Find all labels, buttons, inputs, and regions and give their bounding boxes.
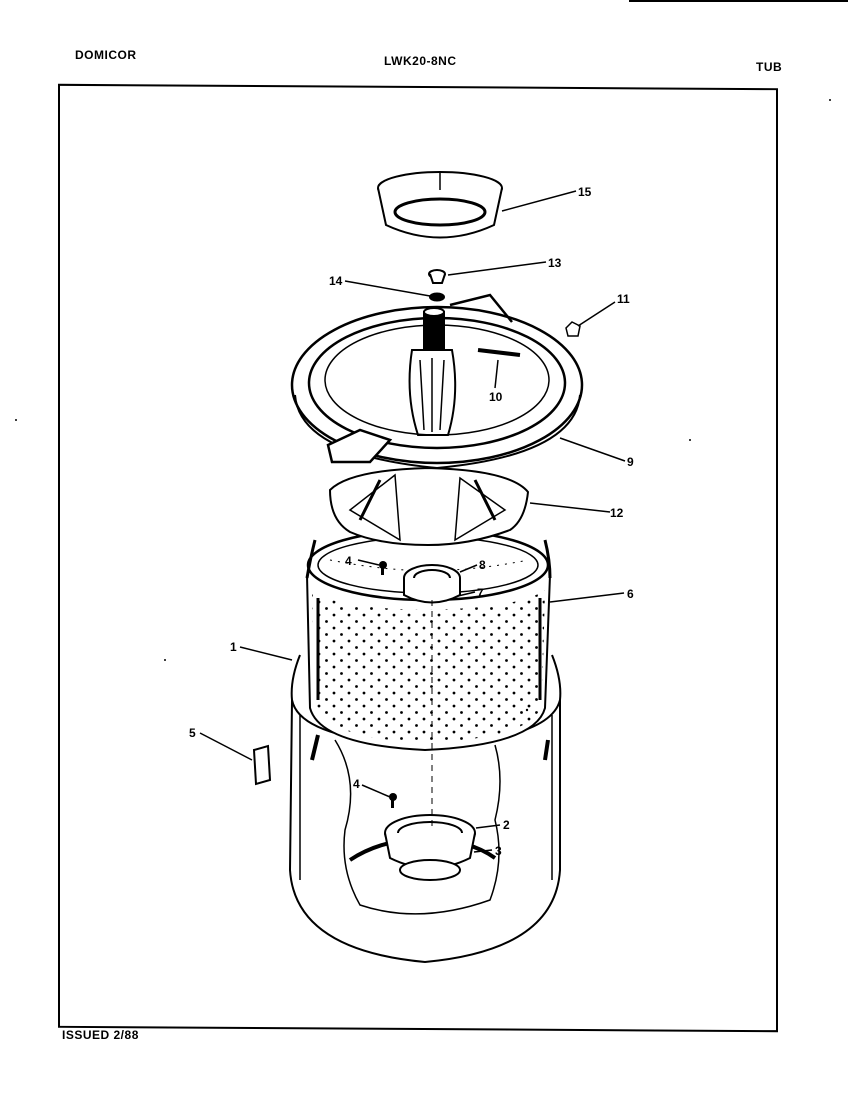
section-title: TUB <box>756 60 783 74</box>
callout-11: 11 <box>617 292 630 306</box>
model-number: LWK20-8NC <box>384 54 457 68</box>
callout-9: 9 <box>627 455 634 469</box>
callout-12: 12 <box>610 506 624 520</box>
clip-part <box>565 321 581 337</box>
warning-label-part <box>252 744 272 786</box>
leader-lines <box>199 190 626 853</box>
callout-1: 1 <box>230 640 237 654</box>
callout-2: 2 <box>503 818 510 832</box>
agitator-cap <box>377 171 503 239</box>
brand-name: DOMICOR <box>75 48 137 62</box>
callout-5: 5 <box>189 726 196 740</box>
screw-parts <box>379 561 397 808</box>
callout-14: 14 <box>329 274 343 288</box>
issued-date: ISSUED 2/88 <box>62 1028 139 1042</box>
basket-hub <box>403 564 461 604</box>
agitator <box>408 307 457 436</box>
seal-washer-parts <box>428 269 446 302</box>
tub-hub <box>384 814 476 881</box>
callout-8: 8 <box>479 558 486 572</box>
callout-4-lower: 4 <box>353 777 360 791</box>
callout-13: 13 <box>548 256 562 270</box>
callout-7: 7 <box>477 586 484 600</box>
scan-specks <box>15 99 831 712</box>
callout-6: 6 <box>627 587 634 601</box>
spin-basket <box>305 528 552 752</box>
callout-10: 10 <box>489 390 503 404</box>
callout-3: 3 <box>495 844 502 858</box>
tub-cover <box>328 466 530 547</box>
top-rule-line <box>629 0 848 2</box>
callout-4-upper: 4 <box>345 554 352 568</box>
tub-ring <box>290 293 584 470</box>
callout-15: 15 <box>578 185 592 199</box>
